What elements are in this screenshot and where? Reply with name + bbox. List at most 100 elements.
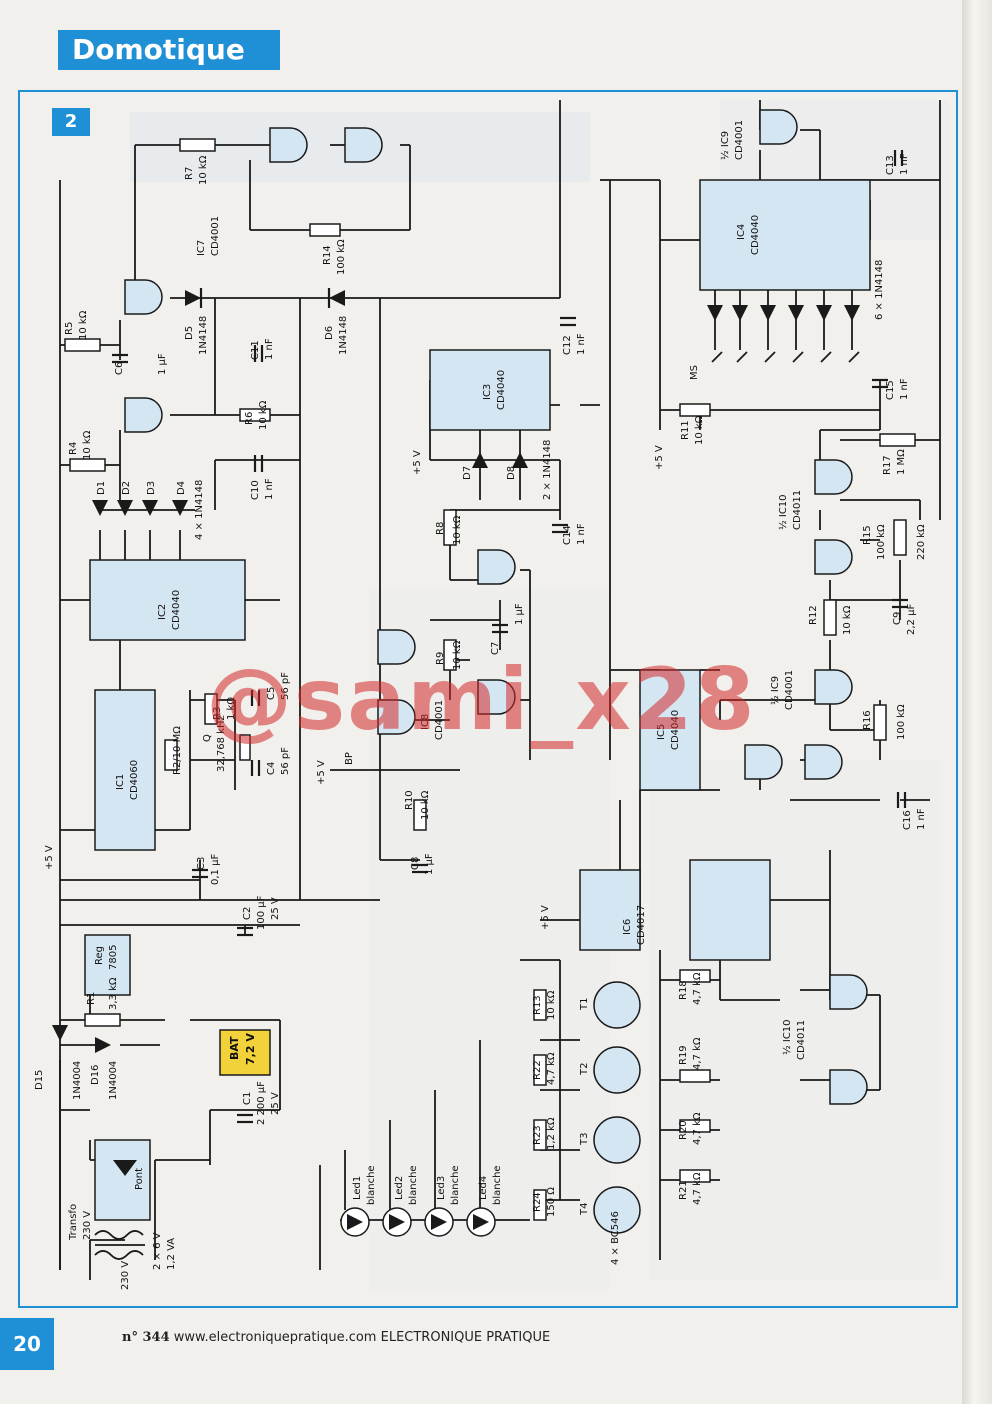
- figure-frame: [18, 90, 958, 1308]
- ic8-gate-ii: [477, 549, 516, 585]
- svg-text:blanche: blanche: [450, 1165, 461, 1205]
- svg-text:Led3: Led3: [436, 1176, 447, 1200]
- ic8-gate-iv: [377, 629, 416, 665]
- svg-text:R20: R20: [678, 1120, 689, 1140]
- svg-text:CD4001: CD4001: [784, 670, 795, 710]
- labels: IC7 CD4001 R7 10 kΩ R14 100 kΩ R5 10 kΩ …: [34, 120, 927, 1290]
- svg-text:+5 V: +5 V: [412, 450, 423, 475]
- svg-text:IC7: IC7: [196, 240, 207, 256]
- ic9-gate-iv: [744, 744, 783, 780]
- svg-text:10 kΩ: 10 kΩ: [420, 790, 431, 820]
- ic8-gate-i: [477, 679, 516, 715]
- svg-text:R19: R19: [678, 1045, 689, 1065]
- svg-text:D2: D2: [121, 481, 132, 495]
- ic10-gate-iii: [829, 974, 868, 1010]
- bleed-through-text: [130, 100, 950, 1290]
- svg-text:100 kΩ: 100 kΩ: [876, 524, 887, 560]
- svg-text:blanche: blanche: [492, 1165, 503, 1205]
- svg-text:R9: R9: [435, 652, 446, 665]
- capacitors: [112, 150, 908, 1124]
- svg-text:6 × 1N4148: 6 × 1N4148: [874, 260, 885, 320]
- svg-text:CD4001: CD4001: [734, 120, 745, 160]
- svg-text:10 kΩ: 10 kΩ: [546, 990, 557, 1020]
- svg-text:1 nF: 1 nF: [264, 478, 275, 500]
- svg-text:1 nF: 1 nF: [576, 333, 587, 355]
- svg-text:Q: Q: [202, 734, 213, 742]
- svg-text:2 × 6 V: 2 × 6 V: [152, 1232, 163, 1270]
- svg-text:C12: C12: [562, 335, 573, 355]
- svg-text:CD4011: CD4011: [796, 1020, 807, 1060]
- svg-text:blanche: blanche: [366, 1165, 377, 1205]
- ic4-package: [699, 179, 871, 291]
- svg-text:CD4001: CD4001: [210, 216, 221, 256]
- svg-text:IC4: IC4: [736, 224, 747, 240]
- svg-text:R18: R18: [678, 980, 689, 1000]
- ic2-package: [89, 559, 246, 641]
- svg-text:R14: R14: [322, 245, 333, 265]
- svg-text:R21: R21: [678, 1180, 689, 1200]
- svg-text:0,1 µF: 0,1 µF: [210, 854, 221, 885]
- dip-switch-ms: [711, 351, 860, 363]
- svg-text:R16: R16: [862, 710, 873, 730]
- svg-text:CD4017: CD4017: [636, 905, 647, 945]
- svg-text:100 kΩ: 100 kΩ: [896, 704, 907, 740]
- svg-text:R17: R17: [882, 455, 893, 475]
- svg-text:1,2 VA: 1,2 VA: [166, 1238, 177, 1270]
- svg-text:D7: D7: [462, 466, 473, 480]
- page-spine: [962, 0, 992, 1404]
- svg-text:C3: C3: [196, 857, 207, 870]
- svg-text:25 V: 25 V: [270, 1092, 281, 1115]
- svg-text:4,7 kΩ: 4,7 kΩ: [692, 972, 703, 1005]
- svg-text:D16: D16: [90, 1065, 101, 1085]
- svg-text:150 Ω: 150 Ω: [546, 1187, 557, 1217]
- resistors: [64, 138, 916, 1221]
- svg-text:56 pF: 56 pF: [280, 672, 291, 700]
- svg-text:CD4011: CD4011: [792, 490, 803, 530]
- svg-text:CD4060: CD4060: [129, 760, 140, 800]
- svg-text:T1: T1: [579, 998, 590, 1011]
- svg-text:R13: R13: [532, 995, 543, 1015]
- svg-text:D6: D6: [324, 326, 335, 340]
- svg-text:10 kΩ: 10 kΩ: [452, 515, 463, 545]
- svg-text:1,2 kΩ: 1,2 kΩ: [546, 1117, 557, 1150]
- svg-text:7805: 7805: [108, 945, 119, 970]
- leds: [340, 1207, 496, 1237]
- svg-text:1N4148: 1N4148: [198, 316, 209, 355]
- svg-text:100 kΩ: 100 kΩ: [336, 239, 347, 275]
- ic10-gate-iv: [829, 1069, 868, 1105]
- svg-text:32,768 kHz: 32,768 kHz: [216, 715, 227, 772]
- svg-text:Reg: Reg: [94, 946, 105, 965]
- svg-text:D8: D8: [506, 466, 517, 480]
- svg-text:R23: R23: [532, 1125, 543, 1145]
- svg-text:IC8: IC8: [420, 714, 431, 730]
- svg-text:7,2 V: 7,2 V: [244, 1033, 257, 1065]
- footer-brand: ELECTRONIQUE PRATIQUE: [380, 1330, 551, 1345]
- svg-text:R5: R5: [64, 322, 75, 335]
- ic7-gate-iv: [124, 279, 163, 315]
- figure-number: 2: [52, 108, 90, 136]
- ic1-package: [94, 689, 156, 851]
- svg-text:C1: C1: [242, 1092, 253, 1105]
- svg-text:56 pF: 56 pF: [280, 747, 291, 775]
- svg-text:4,7 kΩ: 4,7 kΩ: [546, 1052, 557, 1085]
- svg-text:Pont: Pont: [134, 1168, 145, 1190]
- footer-url: www.electroniquepratique.com: [173, 1330, 377, 1345]
- svg-text:C15: C15: [885, 380, 896, 400]
- svg-text:T4: T4: [579, 1203, 590, 1216]
- svg-text:1N4004: 1N4004: [72, 1061, 83, 1100]
- svg-text:10 kΩ: 10 kΩ: [82, 430, 93, 460]
- svg-text:R15: R15: [862, 525, 873, 545]
- svg-text:+5 V: +5 V: [44, 845, 55, 870]
- svg-text:C11: C11: [250, 340, 261, 360]
- svg-text:R4: R4: [68, 442, 79, 455]
- svg-text:R2/10 MΩ: R2/10 MΩ: [172, 726, 183, 775]
- svg-text:IC6: IC6: [622, 919, 633, 935]
- svg-text:4 × BC546: 4 × BC546: [610, 1211, 621, 1265]
- section-header: Domotique: [58, 30, 280, 70]
- svg-text:D1: D1: [96, 481, 107, 495]
- svg-text:10 kΩ: 10 kΩ: [842, 605, 853, 635]
- svg-text:4,7 kΩ: 4,7 kΩ: [692, 1037, 703, 1070]
- svg-text:R24: R24: [532, 1192, 543, 1212]
- svg-text:1 nF: 1 nF: [899, 153, 910, 175]
